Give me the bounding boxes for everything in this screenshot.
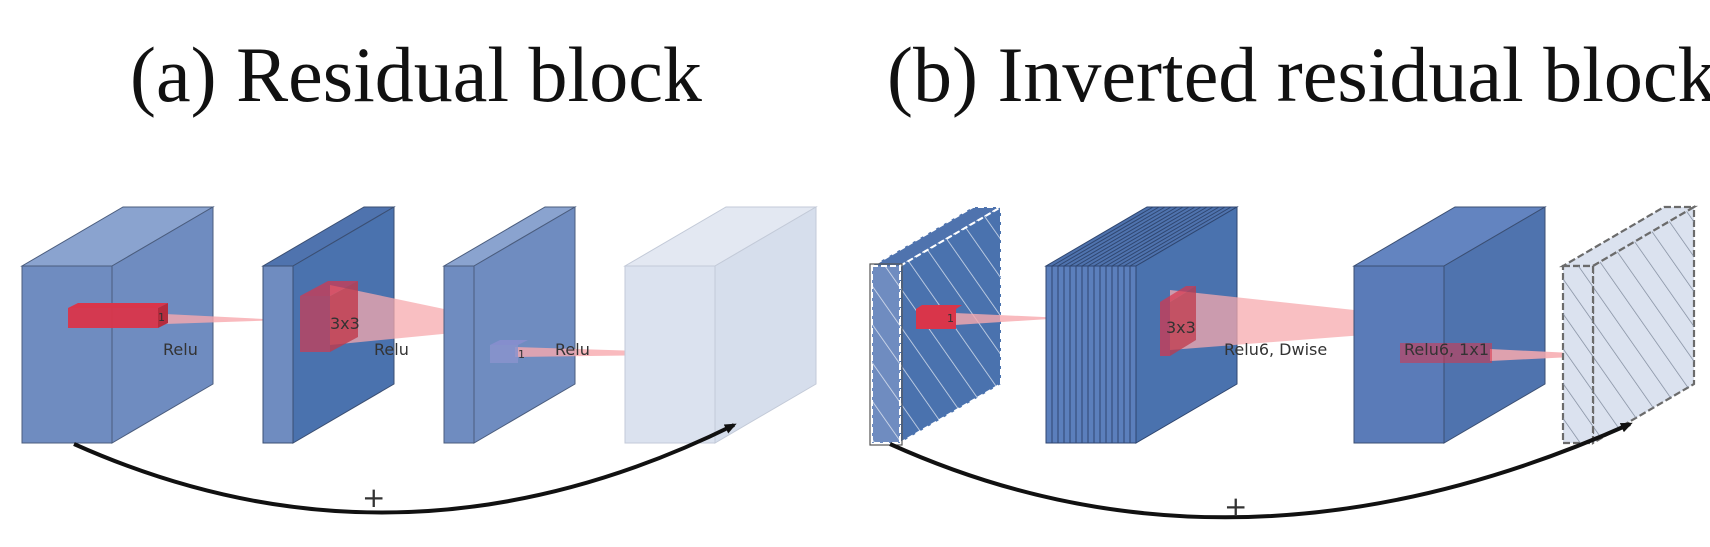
- skip-add-label: +: [362, 481, 385, 514]
- skip-connection-arrow: [889, 422, 1633, 520]
- tensor-block-output: [1558, 205, 1699, 445]
- conv-kernel-1x1: 1: [68, 303, 285, 328]
- layer-label-relu6-1x1: Relu6, 1x1: [1404, 340, 1489, 359]
- kernel-label: 1: [518, 348, 525, 361]
- tensor-block-input: [20, 206, 215, 444]
- kernel-label: 1: [947, 312, 954, 325]
- title-inverted-residual-block: (b) Inverted residual block: [887, 31, 1710, 118]
- layer-label-relu: Relu: [555, 340, 590, 359]
- panel-residual-block: 1 Relu 3x3 Relu 1 Relu: [20, 206, 818, 515]
- kernel-label: 3x3: [1166, 318, 1196, 337]
- panel-inverted-residual-block: 1: [868, 205, 1699, 523]
- tensor-block-expanded: [1352, 206, 1547, 444]
- layer-label-relu6-dwise: Relu6, Dwise: [1224, 340, 1327, 359]
- kernel-label: 3x3: [330, 314, 360, 333]
- tensor-block-output: [623, 206, 818, 444]
- title-residual-block: (a) Residual block: [130, 31, 702, 118]
- layer-label-relu: Relu: [374, 340, 409, 359]
- layer-label-relu: Relu: [163, 340, 198, 359]
- kernel-label: 1: [158, 311, 165, 324]
- skip-connection-arrow: [73, 423, 737, 515]
- conv-kernel-1x1-projection: [1400, 343, 1613, 363]
- tensor-block-bottleneck-2: [442, 206, 577, 444]
- skip-add-label: +: [1224, 490, 1247, 523]
- conv-kernel-3x3-depthwise: 3x3: [1160, 286, 1493, 356]
- conv-kernel-1x1: 1: [916, 305, 1065, 329]
